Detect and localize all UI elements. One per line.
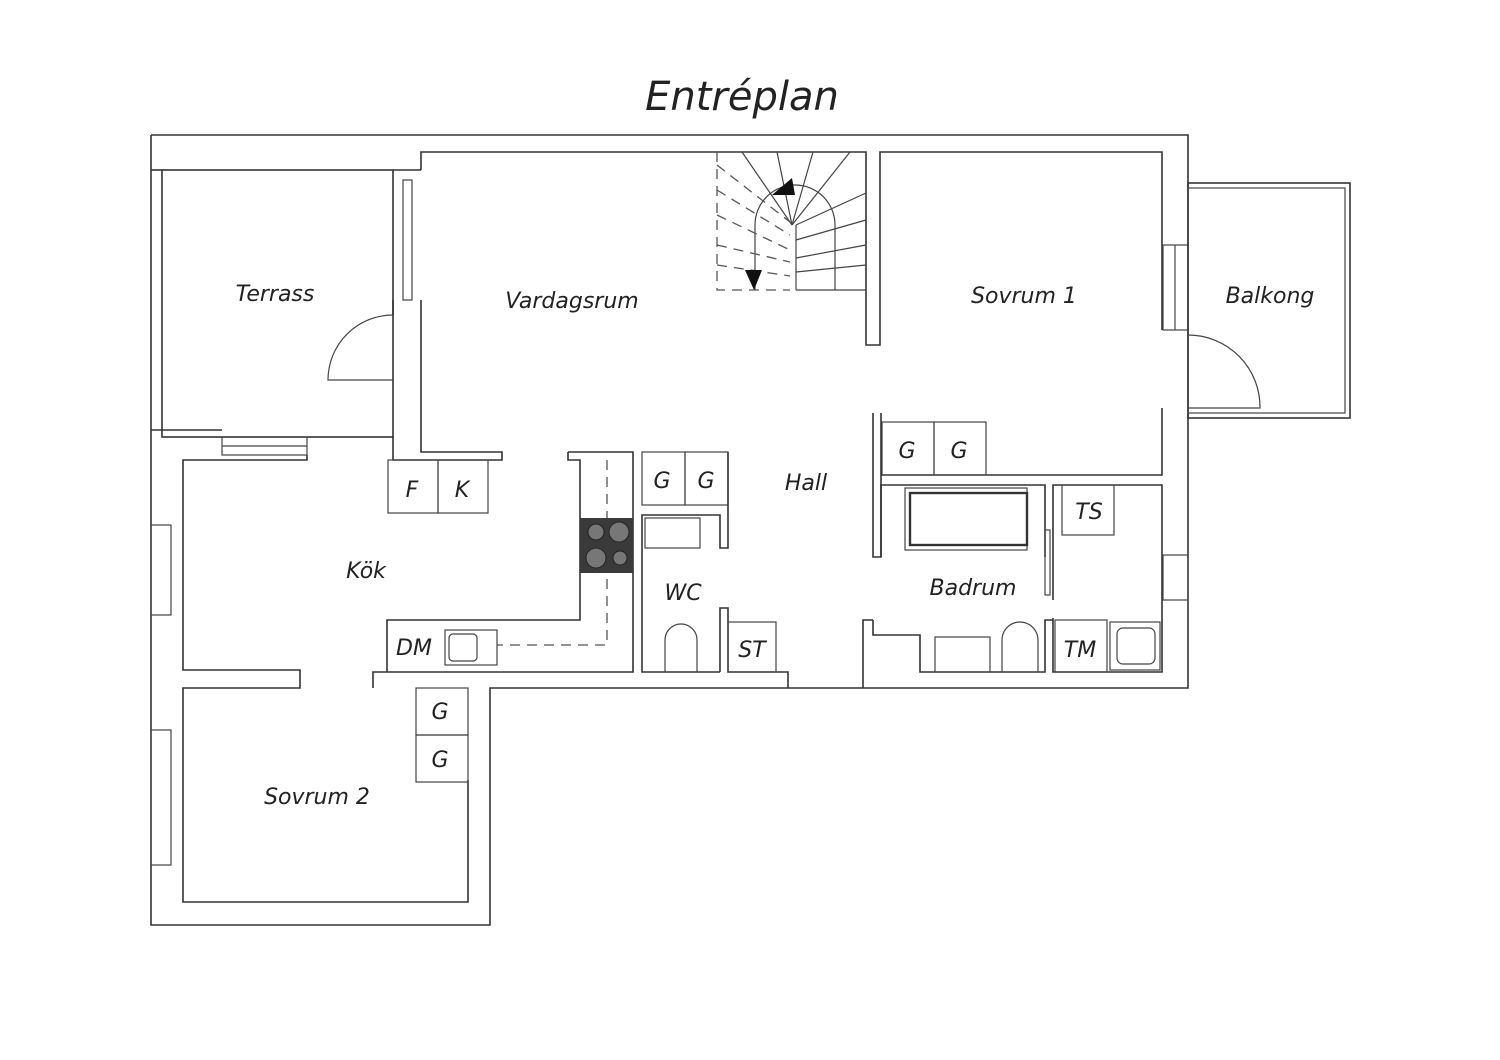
wall-line (392, 300, 503, 461)
fixture-k: K (455, 478, 471, 503)
wall-line (791, 151, 814, 226)
wall-line (420, 151, 1163, 346)
staircase (716, 151, 867, 291)
wardrobe (415, 734, 469, 783)
toilet (664, 623, 698, 672)
wall-line (791, 151, 851, 226)
wall-line (908, 491, 1029, 547)
fixture-g: G (898, 439, 915, 464)
tm-box (1054, 619, 1108, 673)
fixture-tm: TM (1064, 638, 1096, 663)
wall-line (872, 619, 1053, 673)
wall-line (641, 452, 729, 673)
wall-line (716, 214, 791, 251)
wall-line (182, 455, 469, 903)
wall-line (880, 484, 1046, 557)
sink (1109, 621, 1161, 671)
wall-line (716, 152, 790, 291)
wall-line (612, 550, 628, 566)
room-label-sovrum2: Sovrum 2 (264, 785, 370, 810)
toilet (1001, 621, 1039, 672)
room-label-sovrum1: Sovrum 1 (971, 284, 1077, 309)
wall-line (585, 547, 607, 569)
wall-line (716, 244, 791, 263)
freezer (437, 459, 489, 514)
wall-line (372, 451, 634, 688)
room-label-balkong: Balkong (1226, 284, 1315, 309)
wall-line (1052, 484, 1163, 673)
door-swing (1187, 334, 1261, 409)
wall-line (795, 219, 867, 241)
st-box (727, 621, 777, 673)
fixture-g: G (653, 469, 670, 494)
door-swing (327, 314, 394, 381)
wall-line (795, 244, 867, 259)
room-label-terrass: Terrass (236, 282, 315, 307)
fixture-g: G (950, 439, 967, 464)
room-label-vardagsrum: Vardagsrum (505, 289, 638, 314)
fixture-g: G (431, 700, 448, 725)
wall-line (1187, 187, 1346, 414)
wall-line (862, 619, 873, 688)
wall-line (587, 523, 605, 541)
wall-line (716, 189, 791, 236)
bathtub (904, 487, 1028, 551)
room-label-wc: WC (664, 581, 702, 606)
fixture-ts: TS (1075, 500, 1102, 525)
wall-line (872, 413, 882, 558)
wardrobe (933, 421, 987, 476)
plan-title: Entréplan (645, 74, 839, 120)
wall-line (716, 164, 791, 223)
room-label-badrum: Badrum (930, 576, 1017, 601)
wall-line (754, 184, 836, 290)
outer-wall (150, 134, 1189, 926)
wall-line (881, 408, 1163, 476)
arrow-down-icon (745, 270, 762, 290)
arrow-up-icon (772, 178, 795, 195)
wall-line (795, 264, 867, 273)
ts-box (1061, 484, 1115, 536)
wall-line (497, 460, 608, 646)
fixture-g: G (697, 469, 714, 494)
wall-line (608, 521, 630, 543)
wall-line (448, 633, 478, 662)
window (1162, 554, 1189, 601)
wall-line (795, 192, 867, 226)
fixture-g: G (431, 748, 448, 773)
kitchen-sink (444, 629, 498, 666)
fixture-st: ST (738, 638, 767, 663)
sink (644, 517, 701, 549)
wall-line (1116, 627, 1156, 665)
room-label-hall: Hall (785, 471, 827, 496)
window (150, 524, 172, 616)
window (150, 729, 172, 866)
fixture-dm: DM (396, 636, 432, 661)
fixture-f: F (406, 478, 419, 503)
room-label-kok: Kök (346, 559, 387, 584)
shower-screen (1044, 529, 1051, 596)
wall-line (741, 151, 793, 226)
window (402, 179, 413, 301)
sink (934, 636, 991, 673)
